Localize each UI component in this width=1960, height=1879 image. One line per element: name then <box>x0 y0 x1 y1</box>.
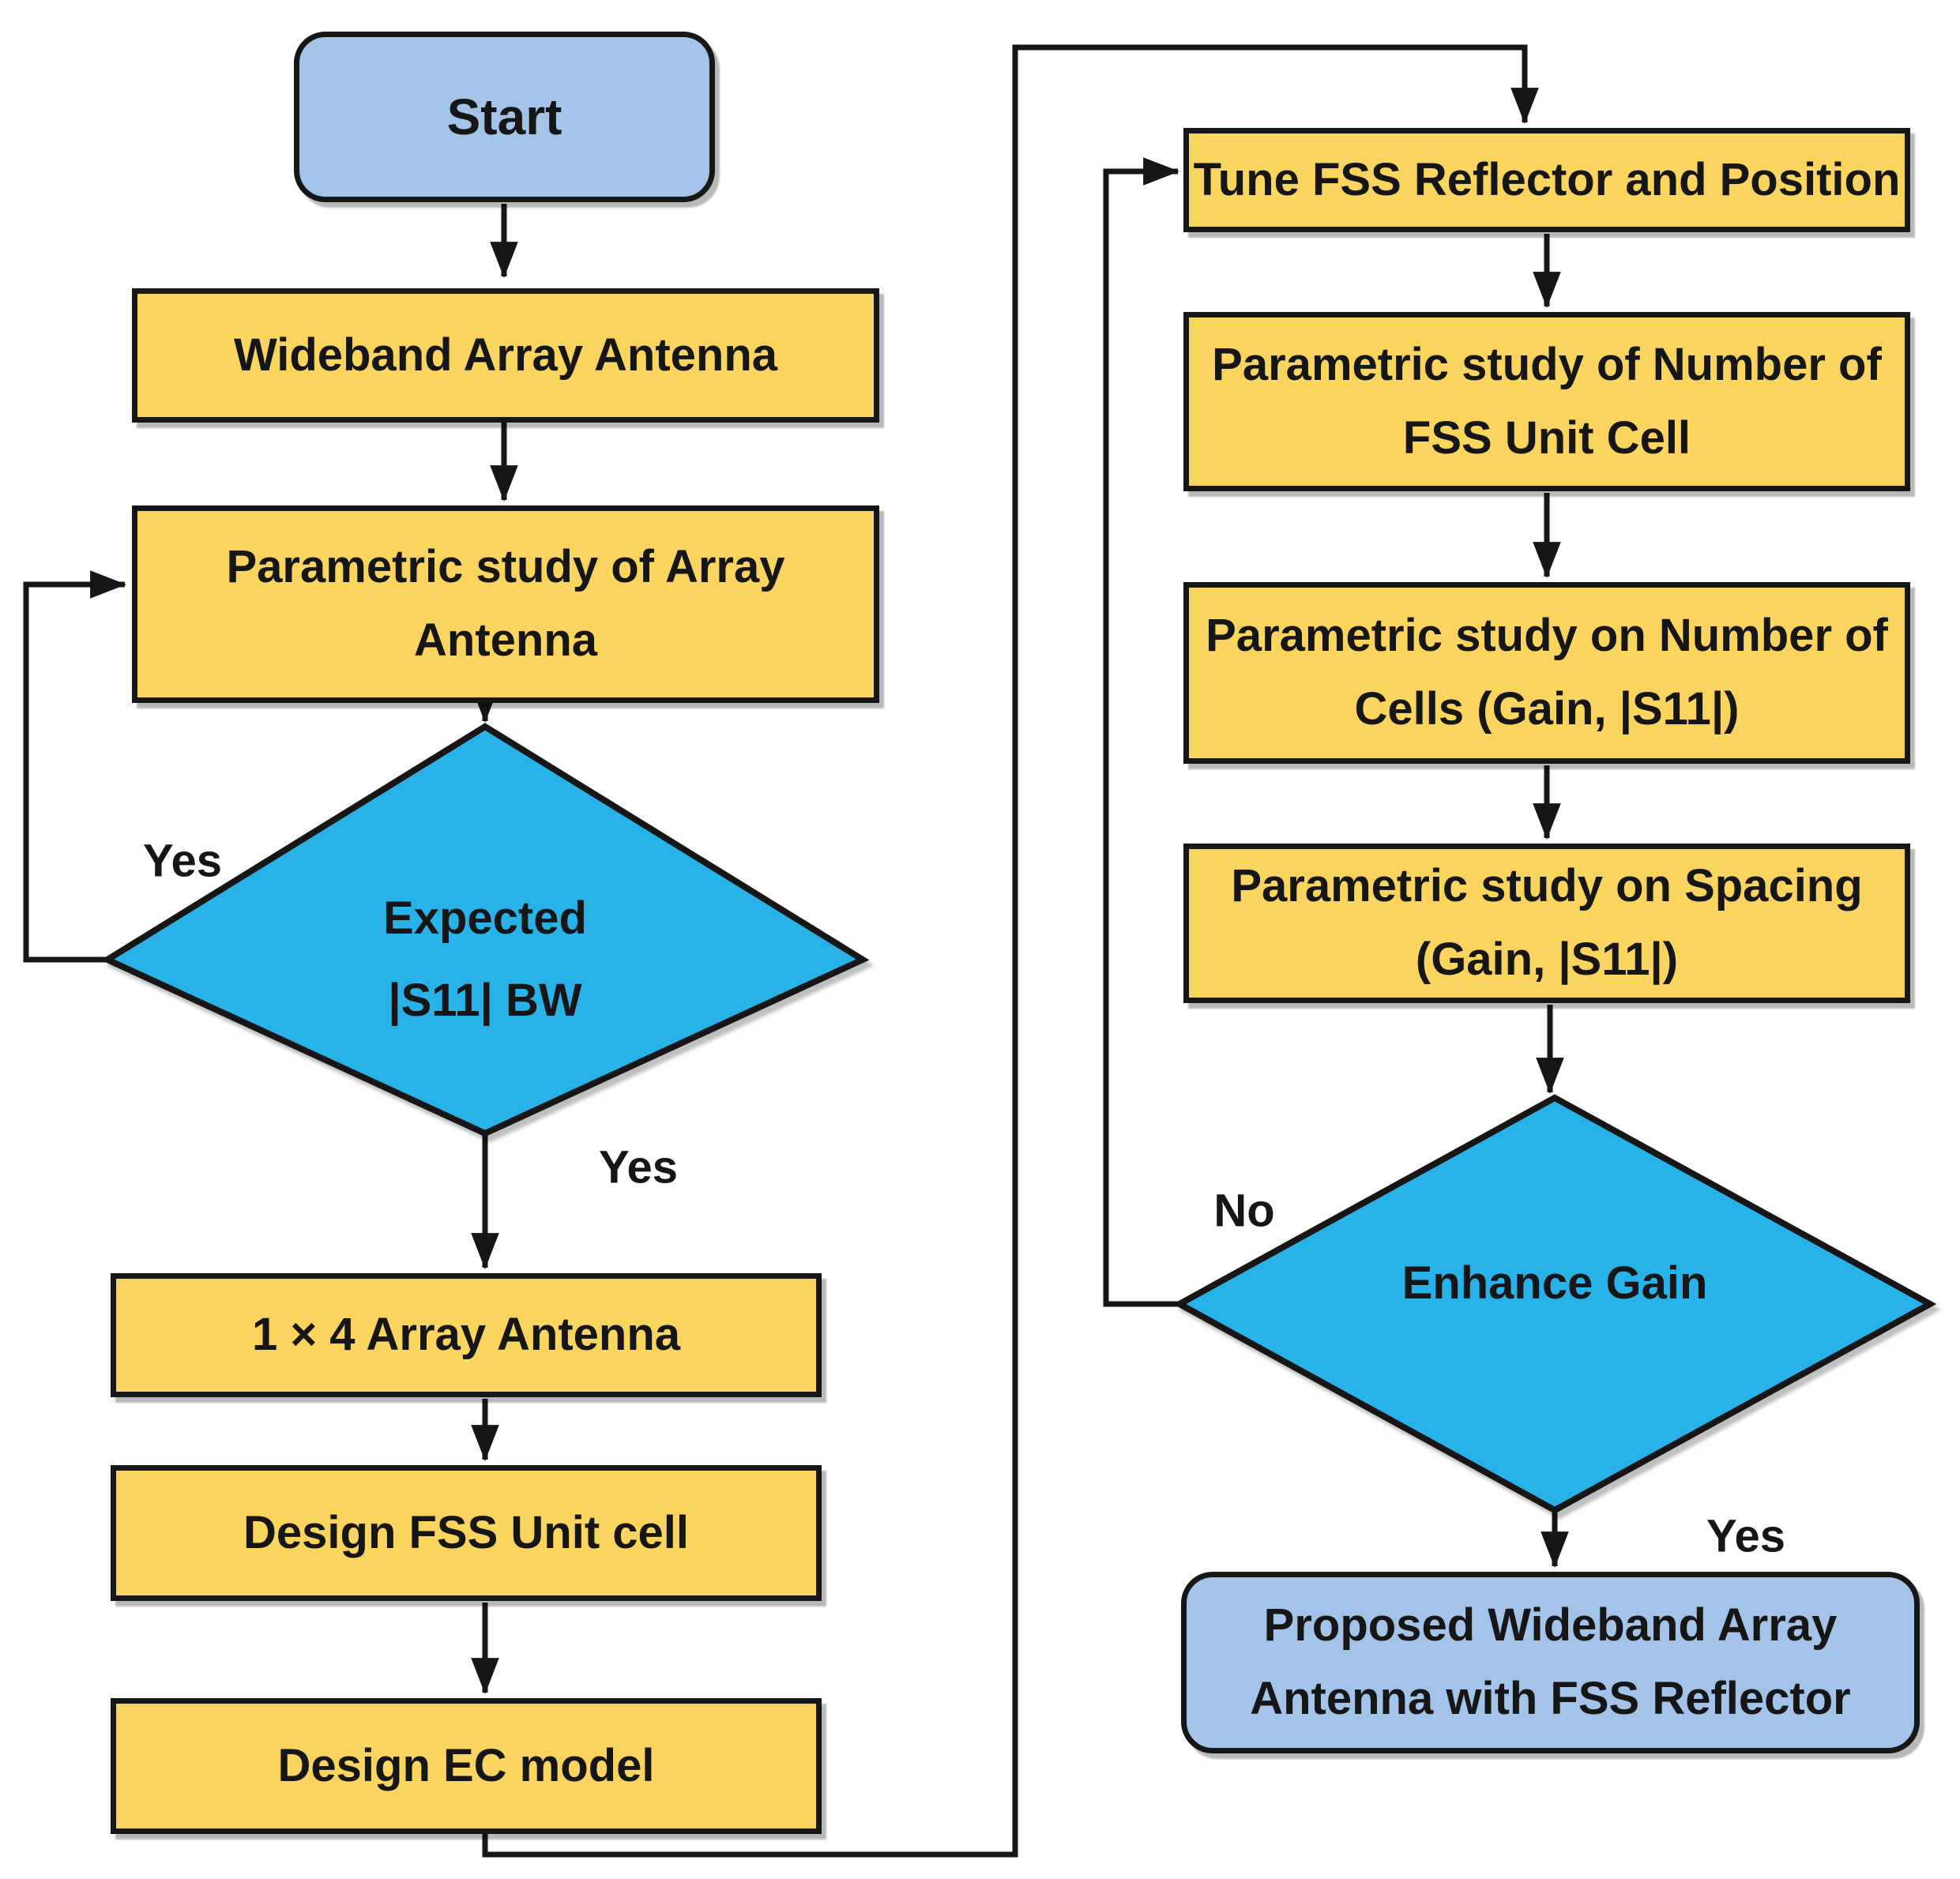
node-parametric-study-array-antenna: Parametric study of Array Antenna <box>132 505 879 703</box>
connector-no-loop-to-tune <box>1103 157 1180 1307</box>
connector-design-ec-to-tune <box>482 44 1539 1858</box>
node-expected-s11-bw-label: Expected |S11| BW <box>383 892 587 1026</box>
edge-label-no-loop: No <box>1213 1185 1275 1237</box>
node-design-ec-model: Design EC model <box>111 1698 822 1834</box>
node-parametric-study-number-of-cells: Parametric study on Number of Cells (Gai… <box>1183 582 1910 764</box>
node-wideband-array-antenna: Wideband Array Antenna <box>132 288 879 423</box>
node-proposed-wideband-array-antenna: Proposed Wideband Array Antenna with FSS… <box>1181 1572 1920 1753</box>
edge-label-yes-loop: Yes <box>143 835 222 887</box>
node-parametric-study-spacing: Parametric study on Spacing (Gain, |S11|… <box>1183 844 1910 1003</box>
connector-yes-loop-to-param-array <box>23 570 127 963</box>
node-enhance-gain-label: Enhance Gain <box>1401 1257 1708 1309</box>
node-parametric-study-number-of-fss-unit-cell: Parametric study of Number of FSS Unit C… <box>1183 312 1910 491</box>
node-tune-fss-reflector-position: Tune FSS Reflector and Position <box>1183 128 1910 232</box>
node-start: Start <box>294 32 715 202</box>
edge-label-yes-down: Yes <box>599 1141 678 1193</box>
edge-label-yes-final: Yes <box>1706 1510 1785 1562</box>
node-design-fss-unit-cell: Design FSS Unit cell <box>111 1465 822 1601</box>
node-1x4-array-antenna: 1 × 4 Array Antenna <box>111 1273 822 1397</box>
